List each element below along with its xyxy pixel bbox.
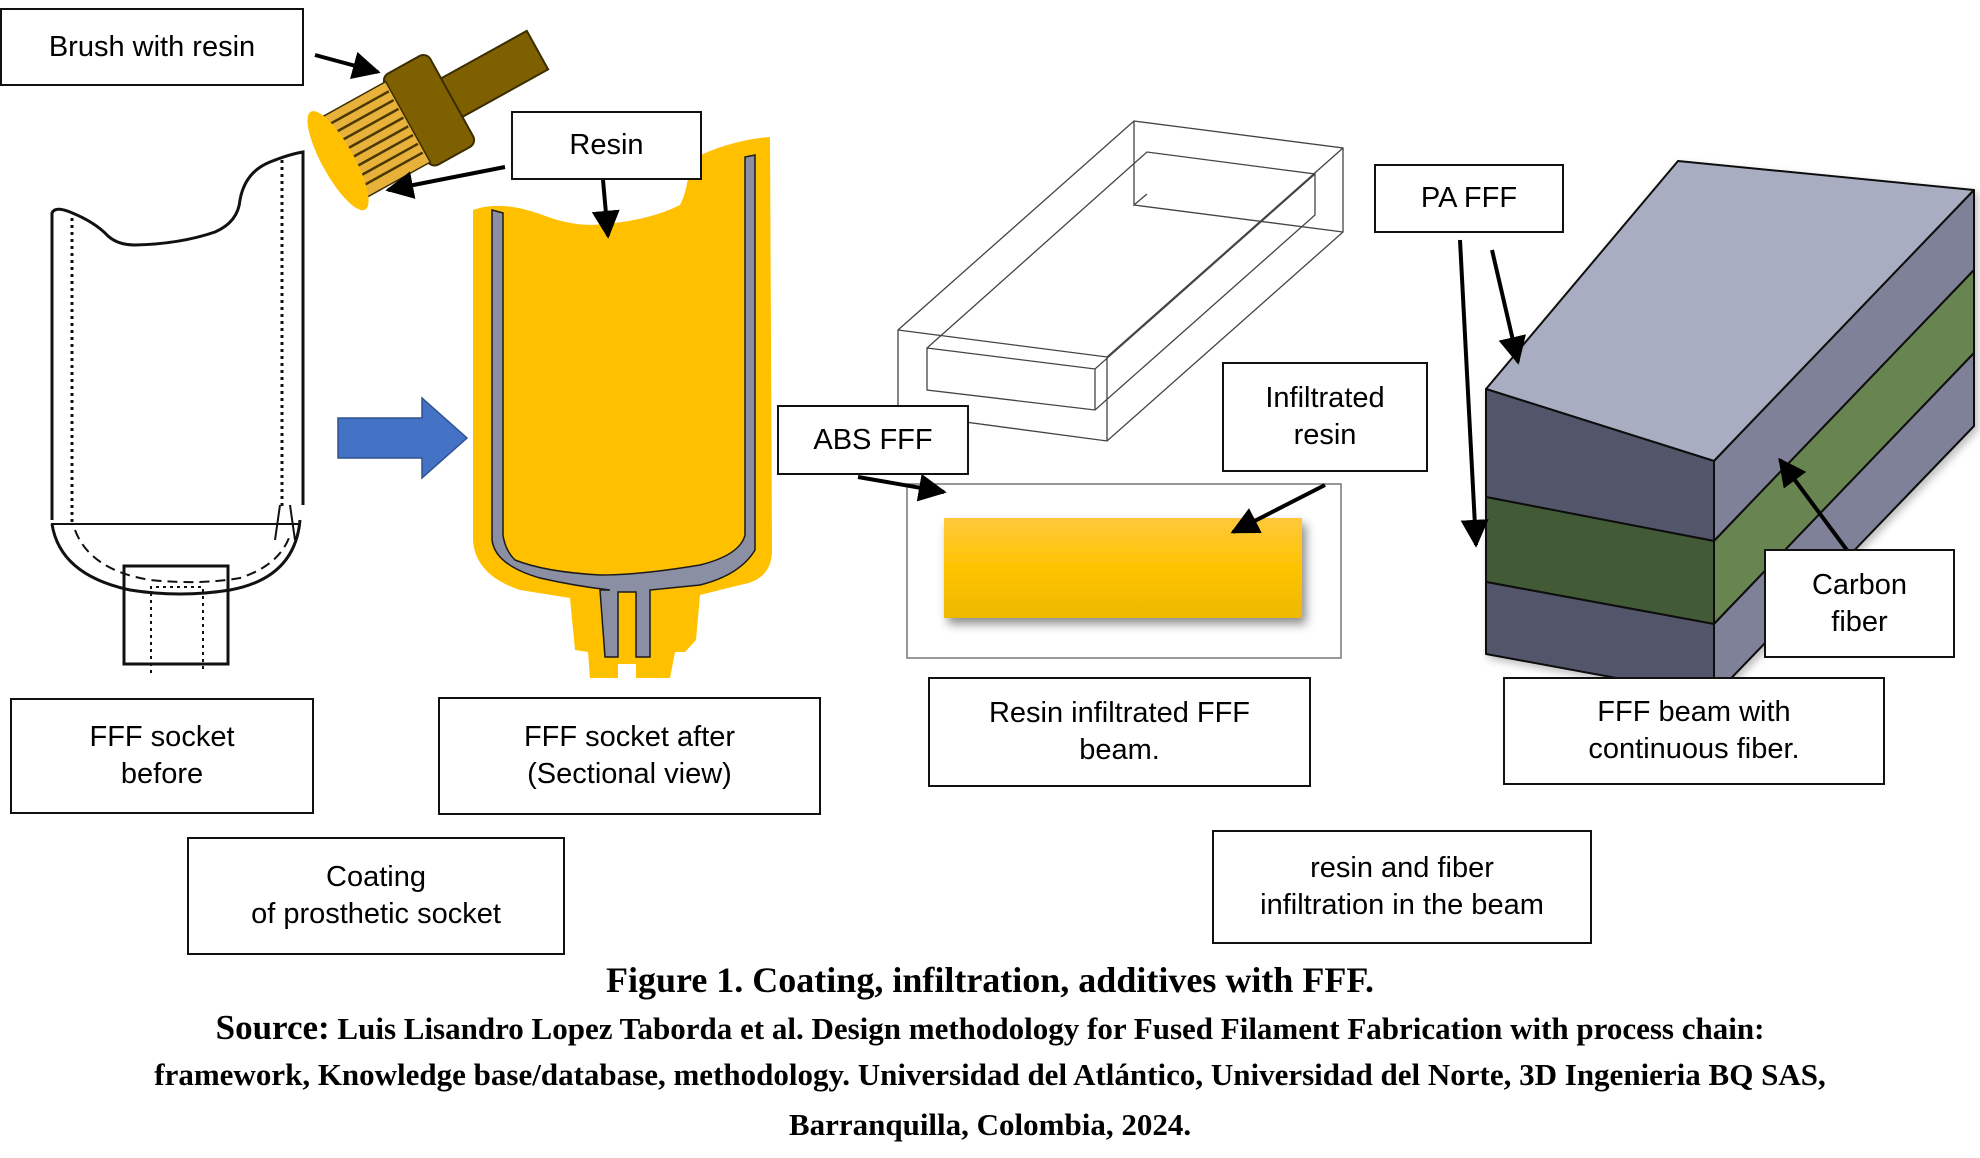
process-arrow-icon: [337, 396, 469, 480]
source-line-3: Barranquilla, Colombia, 2024.: [788, 1107, 1192, 1142]
socket-before-drawing: [50, 150, 305, 673]
figure-source: Source: Luis Lisandro Lopez Taborda et a…: [0, 1005, 1980, 1148]
label-carbon-fiber: Carbon fiber: [1764, 549, 1955, 658]
socket-after-drawing: [473, 137, 772, 678]
label-resin-fiber-infiltration: resin and fiber infiltration in the beam: [1212, 830, 1592, 944]
label-socket-before: FFF socket before: [10, 698, 314, 814]
label-resin-infiltrated-beam: Resin infiltrated FFF beam.: [928, 677, 1311, 787]
brush-icon: [307, 29, 550, 211]
label-pa-fff: PA FFF: [1374, 164, 1564, 233]
source-line-1-text: Luis Lisandro Lopez Taborda et al. Desig…: [329, 1011, 1765, 1046]
source-line-2: framework, Knowledge base/database, meth…: [154, 1057, 1826, 1092]
label-socket-after: FFF socket after (Sectional view): [438, 697, 821, 815]
callout-arrows: [314, 51, 1860, 567]
source-line-1: Source: Luis Lisandro Lopez Taborda et a…: [12, 1005, 1968, 1052]
label-infiltrated-resin: Infiltrated resin: [1222, 362, 1428, 472]
infiltrated-beam: [944, 518, 1302, 618]
figure-illustration: [50, 29, 1975, 697]
label-resin: Resin: [511, 111, 702, 180]
label-brush-with-resin: Brush with resin: [0, 8, 304, 86]
label-abs-fff: ABS FFF: [777, 405, 969, 475]
label-fiber-beam: FFF beam with continuous fiber.: [1503, 677, 1885, 785]
label-coating: Coating of prosthetic socket: [187, 837, 565, 955]
figure-title: Figure 1. Coating, infiltration, additiv…: [605, 960, 1375, 1000]
source-label: Source:: [215, 1008, 330, 1047]
